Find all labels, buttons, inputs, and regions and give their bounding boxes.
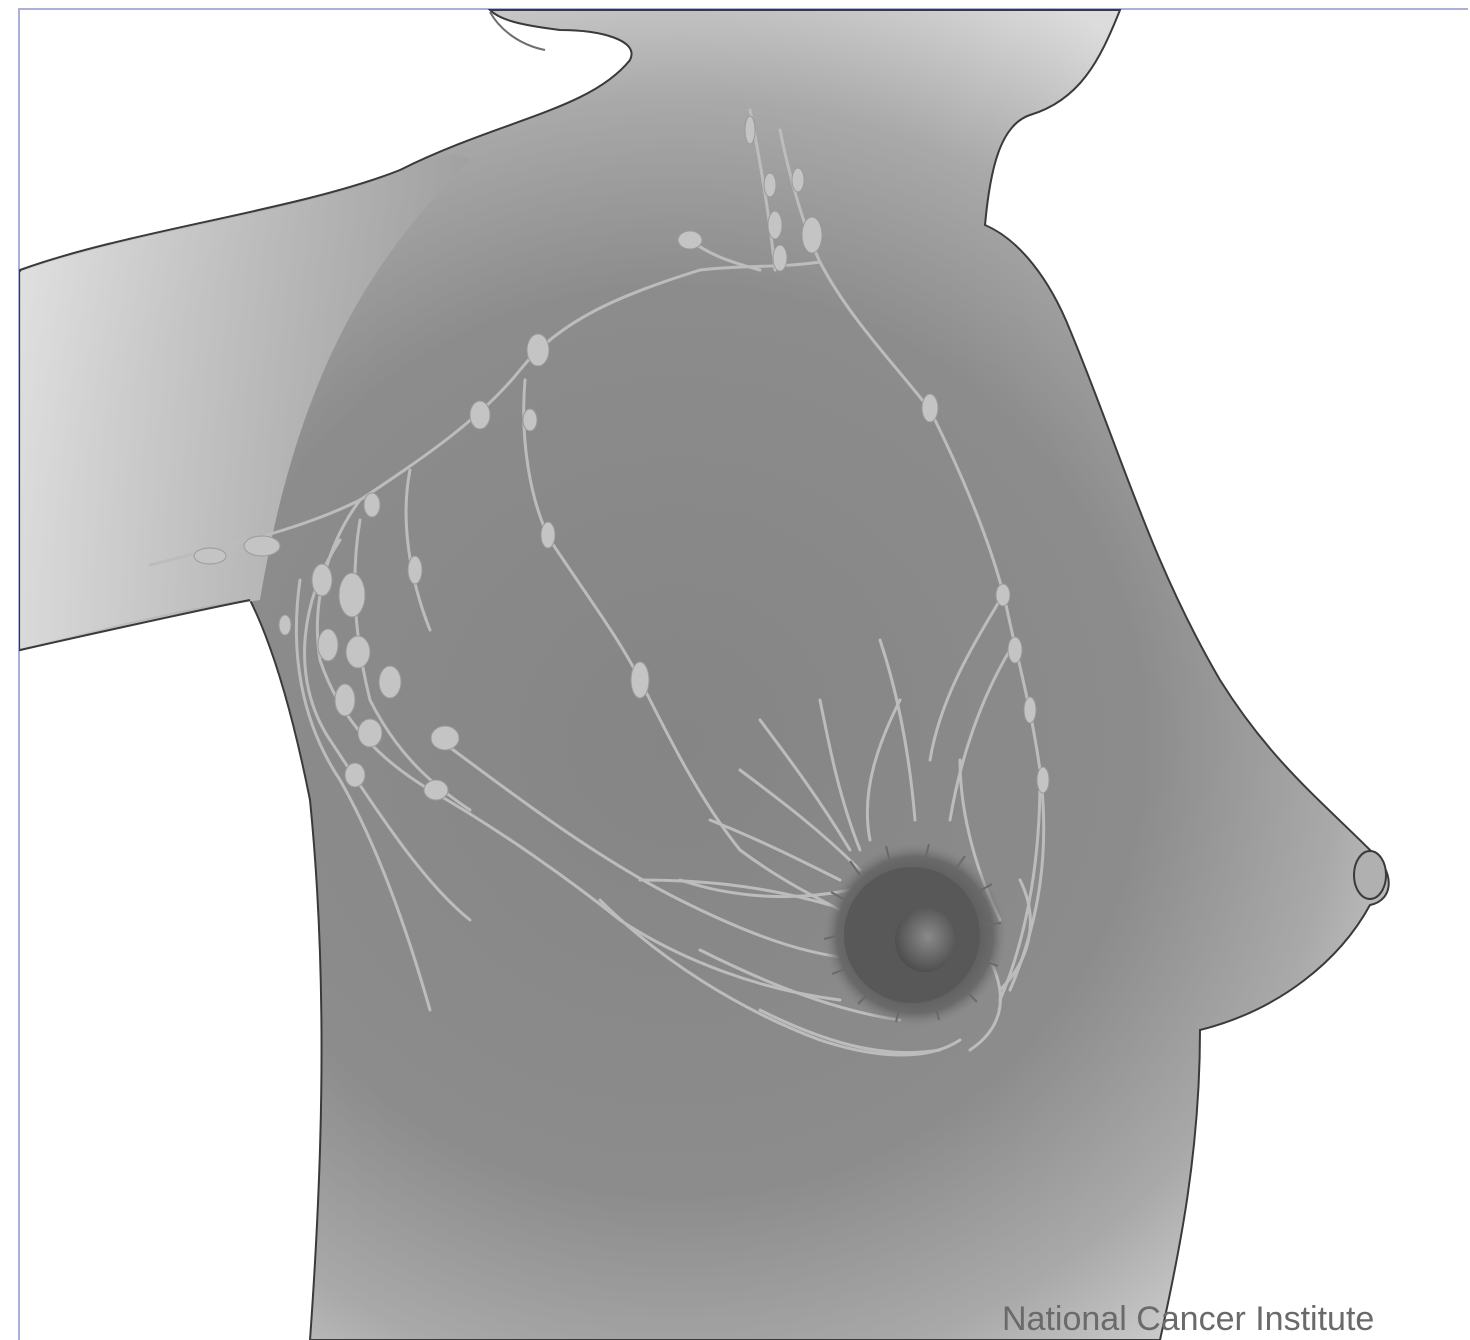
credit-text: National Cancer Institute [1002, 1300, 1374, 1339]
nipple-areola [823, 843, 1007, 1027]
torso-outline [20, 10, 1389, 1340]
far-nipple [1354, 851, 1386, 899]
